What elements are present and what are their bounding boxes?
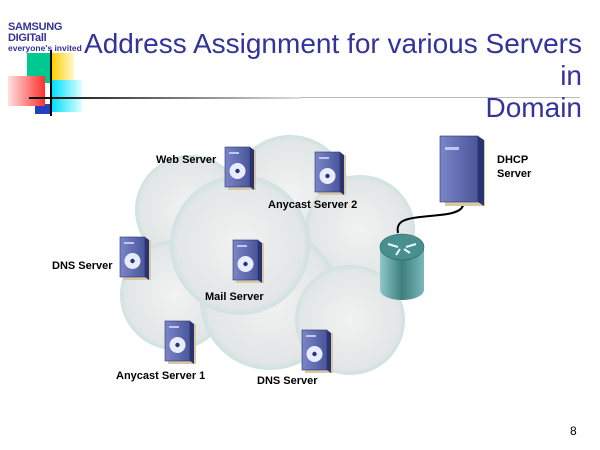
dns-server-left-label: DNS Server [52,260,113,272]
router-icon [379,233,425,300]
title-line-1: Address Assignment for various Servers i… [84,28,582,91]
dhcp-label-line-2: Server [497,168,532,180]
dns-server-bottom-icon [301,329,334,374]
anycast-server-2-icon [314,151,347,196]
samsung-logo: SAMSUNG DIGITall everyone's invited [8,21,100,53]
anycast-server-2-label: Anycast Server 2 [268,199,358,211]
logo-brand: SAMSUNG DIGITall [8,21,63,44]
cloud [120,135,415,375]
anycast-server-1-icon [164,320,197,365]
connection-cable [396,199,465,234]
dhcp-server-icon [439,135,485,206]
page-number: 8 [570,424,577,438]
mail-server-icon [232,239,265,284]
anycast-server-1-label: Anycast Server 1 [116,370,206,382]
web-server-label: Web Server [156,154,217,166]
dhcp-label-line-1: DHCP [497,154,529,166]
slide-title: Address Assignment for various Servers i… [62,28,582,124]
logo-tagline: everyone's invited [8,43,82,53]
title-line-2: Domain [485,92,582,123]
dns-server-left-icon [119,236,152,281]
decorative-blocks [8,50,580,116]
mail-server-label: Mail Server [205,291,264,303]
dns-server-bottom-label: DNS Server [257,375,318,387]
web-server-icon [224,146,257,191]
dhcp-server-label: DHCP Server [497,153,531,181]
